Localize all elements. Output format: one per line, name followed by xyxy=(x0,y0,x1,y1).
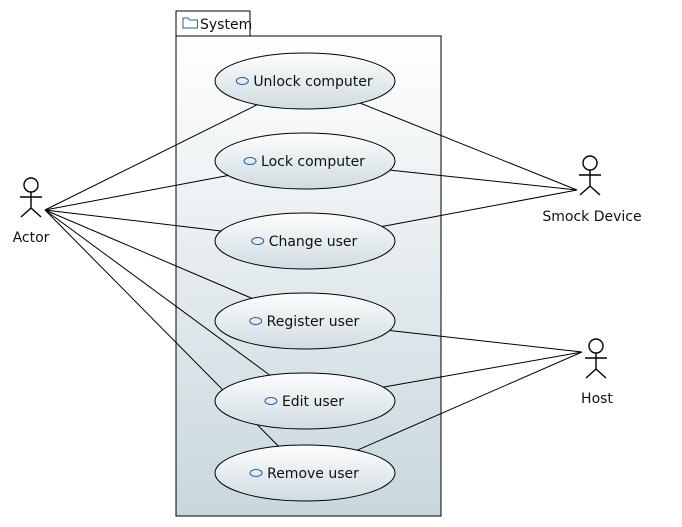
use-case-icon xyxy=(243,157,257,165)
use-case-label: Change user xyxy=(269,234,358,250)
association-smock-lock[interactable] xyxy=(390,169,578,191)
association-actor-register[interactable] xyxy=(44,209,253,299)
associations xyxy=(44,102,583,451)
association-actor-lock[interactable] xyxy=(44,175,229,211)
use-case-icon xyxy=(249,317,263,325)
association-host-register[interactable] xyxy=(389,329,583,353)
use-case-icon xyxy=(235,77,249,85)
use-case-ellipse xyxy=(214,212,396,270)
association-smock-unlock[interactable] xyxy=(360,102,578,191)
use-case-icon xyxy=(264,397,278,405)
system-label: System xyxy=(200,17,252,33)
association-actor-edit[interactable] xyxy=(44,209,271,376)
actor-head-icon xyxy=(588,338,604,354)
actor-figure-stroke xyxy=(30,207,42,218)
use-case-change[interactable]: Change user xyxy=(214,212,396,270)
use-case-remove[interactable]: Remove user xyxy=(214,444,396,502)
actor-label: Smock Device xyxy=(542,209,641,225)
association-actor-unlock[interactable] xyxy=(44,104,258,211)
association-host-edit[interactable] xyxy=(383,351,583,388)
association-smock-change[interactable] xyxy=(381,189,578,228)
use-case-icon xyxy=(251,237,265,245)
use-case-edit[interactable]: Edit user xyxy=(214,372,396,430)
use-case-lock[interactable]: Lock computer xyxy=(214,132,396,190)
actor-actor[interactable] xyxy=(20,177,42,218)
actor-figure-stroke xyxy=(589,185,601,196)
use-case-ellipse xyxy=(214,292,396,350)
use-case-ellipse xyxy=(214,132,396,190)
actor-figure-stroke xyxy=(579,185,591,196)
use-case-label: Edit user xyxy=(282,394,344,410)
use-case-ellipse xyxy=(214,372,396,430)
system-tab xyxy=(175,10,251,37)
association-actor-change[interactable] xyxy=(44,209,222,232)
association-host-remove[interactable] xyxy=(357,351,583,451)
use-case-icon xyxy=(249,469,263,477)
actor-figure-stroke xyxy=(585,368,597,379)
use-case-ellipse xyxy=(214,52,396,110)
system-boundary[interactable]: System xyxy=(175,10,442,517)
folder-icon xyxy=(182,17,198,29)
use-case-label: Register user xyxy=(267,314,360,330)
use-case-label: Lock computer xyxy=(261,154,365,170)
actor-head-icon xyxy=(23,177,39,193)
use-case-label: Unlock computer xyxy=(253,74,373,90)
actor-label: Actor xyxy=(13,230,50,246)
actor-host[interactable] xyxy=(585,338,607,379)
use-case-register[interactable]: Register user xyxy=(214,292,396,350)
actor-figure-stroke xyxy=(20,207,32,218)
actor-head-icon xyxy=(582,155,598,171)
use-case-ellipse xyxy=(214,444,396,502)
actor-label: Host xyxy=(581,391,613,407)
use-case-unlock[interactable]: Unlock computer xyxy=(214,52,396,110)
system-body xyxy=(175,35,442,517)
actor-smock[interactable] xyxy=(579,155,601,196)
actor-figure-stroke xyxy=(595,368,607,379)
use-case-label: Remove user xyxy=(267,466,359,482)
